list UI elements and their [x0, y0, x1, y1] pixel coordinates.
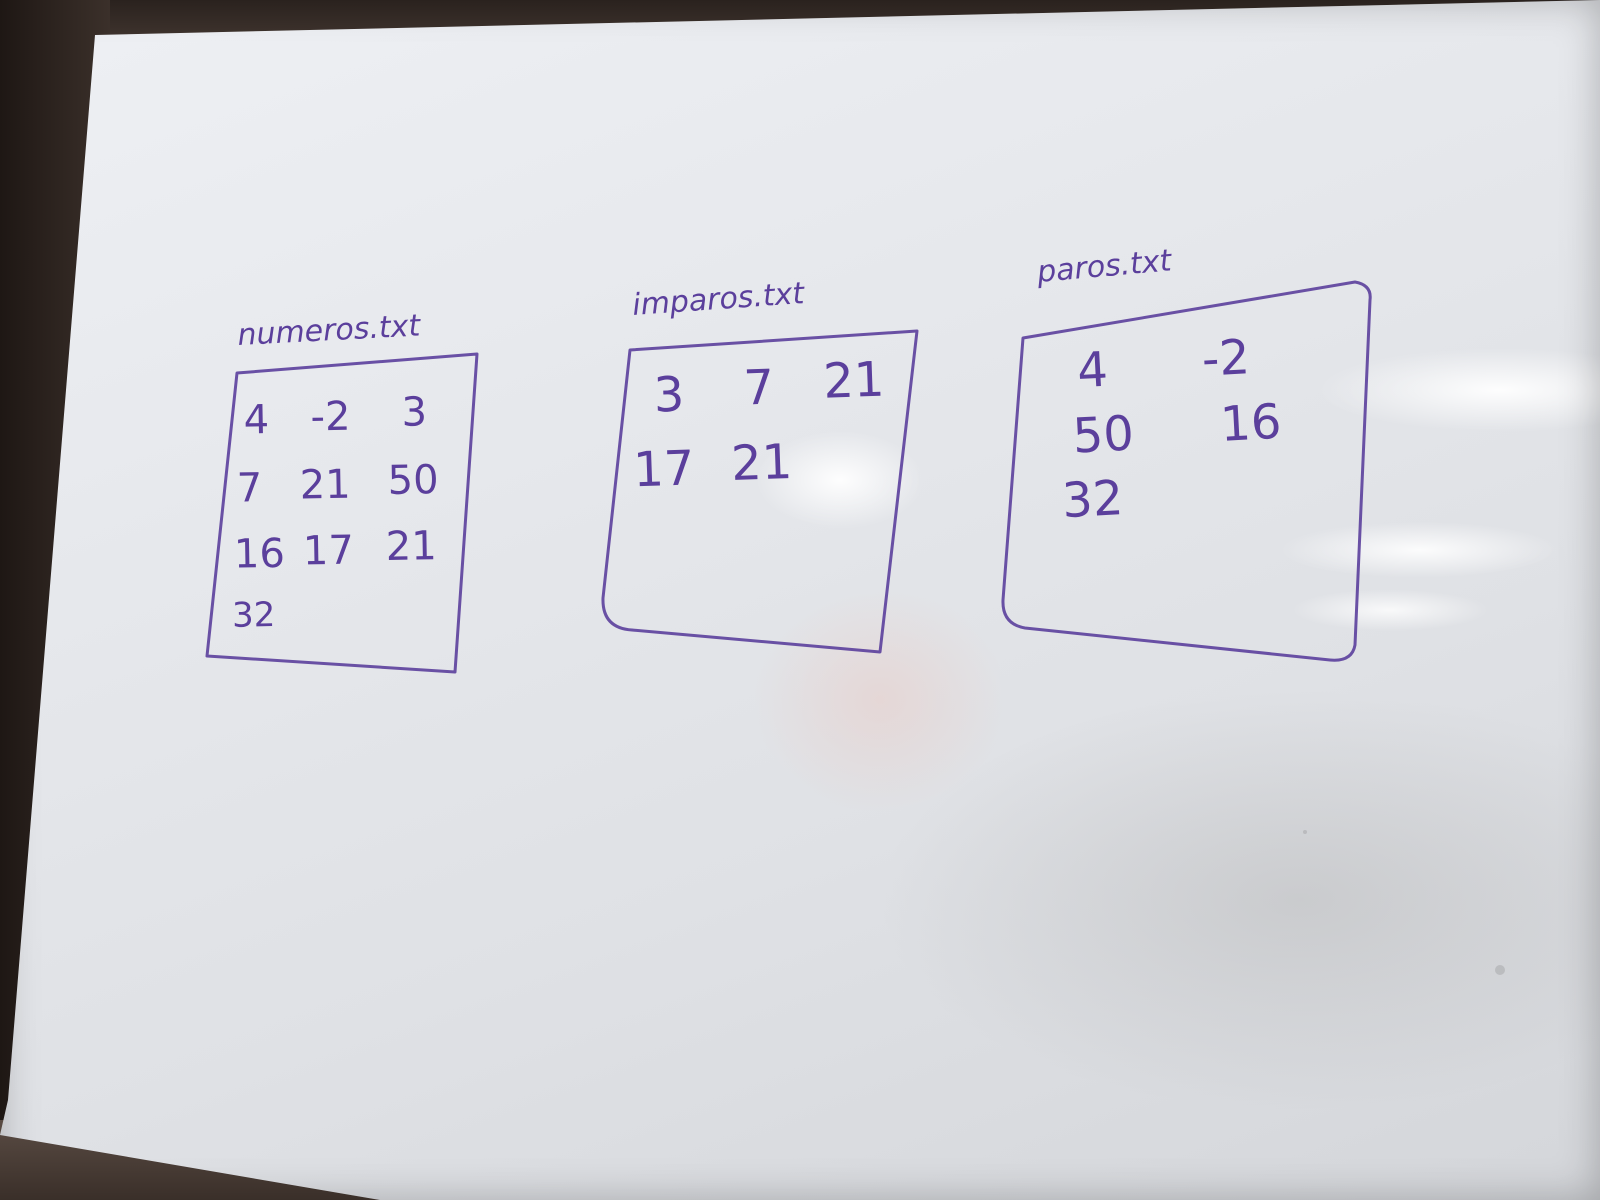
value-cell: 17: [632, 440, 695, 498]
value-cell: 16: [1219, 394, 1283, 453]
file-box-numeros: [205, 352, 479, 674]
file-imparos: imparos.txt 3 7 21 17 21: [601, 276, 919, 654]
value-cell: 4: [243, 397, 269, 443]
value-cell: 21: [385, 523, 437, 570]
value-cell: 7: [743, 360, 775, 417]
value-cell: 21: [730, 434, 793, 492]
file-paros: paros.txt 4 -2 50 16 32: [1001, 243, 1372, 662]
value-cell: -2: [310, 394, 351, 441]
file-label-numeros: numeros.txt: [237, 308, 423, 353]
value-cell: 3: [401, 389, 427, 435]
file-label-paros: paros.txt: [1035, 243, 1174, 290]
value-cell: 50: [1071, 405, 1135, 464]
value-cell: 21: [822, 352, 885, 410]
file-box-paros: [1001, 280, 1372, 662]
marker-dot: [1495, 965, 1505, 975]
value-cell: 32: [1061, 470, 1125, 529]
value-cell: 21: [299, 462, 351, 509]
value-cell: 7: [236, 465, 262, 511]
marker-dot: [1303, 830, 1307, 834]
file-box-imparos: [601, 329, 919, 654]
value-cell: 50: [387, 457, 439, 504]
value-cell: -2: [1200, 329, 1251, 387]
file-numeros: numeros.txt 4 -2 3 7 21 50 16 17 21 32: [205, 308, 479, 674]
value-cell: 16: [234, 531, 286, 578]
value-cell: 32: [232, 595, 276, 636]
file-label-imparos: imparos.txt: [631, 276, 806, 323]
value-cell: 3: [653, 367, 685, 424]
value-cell: 17: [302, 528, 354, 575]
value-cell: 4: [1076, 342, 1109, 400]
